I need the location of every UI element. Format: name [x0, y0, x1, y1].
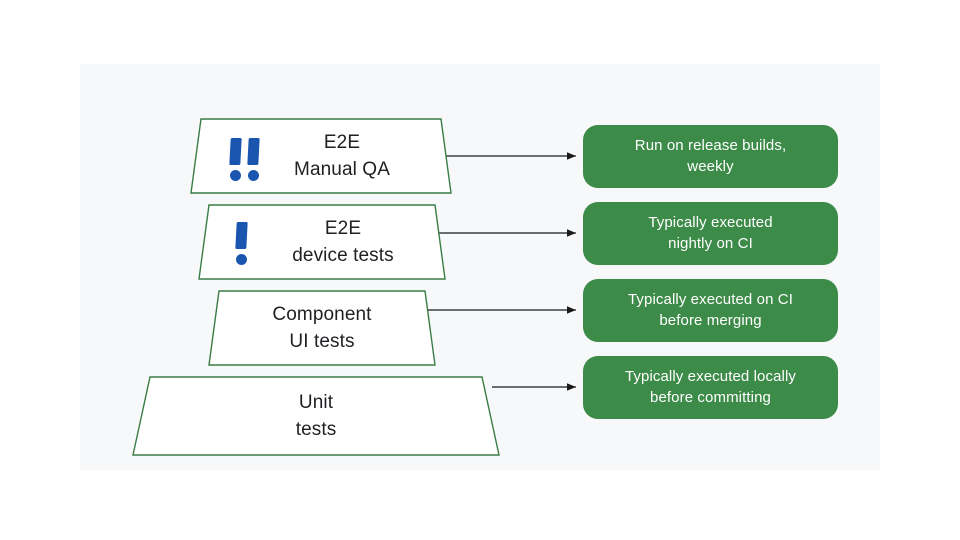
connector-arrow-0 — [444, 152, 576, 160]
callout-line2: weekly — [687, 157, 734, 175]
trapezoid-shape — [132, 376, 500, 456]
callout-cadence-device[interactable]: Typically executed nightly on CI — [583, 202, 838, 265]
callout-cadence-manual-qa[interactable]: Run on release builds, weekly — [583, 125, 838, 188]
callout-line2: before merging — [659, 311, 762, 329]
pyramid-layer-e2e-device-tests[interactable]: E2E device tests — [198, 204, 446, 280]
callout-line2: before committing — [650, 388, 771, 406]
callout-line1: Typically executed locally — [624, 368, 796, 386]
pyramid-layer-unit-tests[interactable]: Unit tests — [132, 376, 500, 456]
trapezoid-shape — [208, 290, 436, 366]
connector-arrow-1 — [438, 229, 576, 237]
pyramid-layer-e2e-manual-qa[interactable]: E2E Manual QA — [190, 118, 452, 194]
connector-arrow-3 — [492, 383, 576, 391]
callout-line1: Typically executed — [648, 214, 773, 232]
callout-line1: Typically executed on CI — [628, 291, 793, 309]
callout-cadence-component[interactable]: Typically executed on CI before merging — [583, 279, 838, 342]
connector-arrow-2 — [428, 306, 576, 314]
trapezoid-shape — [190, 118, 452, 194]
diagram-canvas: E2E Manual QA E2E device tests Component… — [80, 64, 880, 470]
trapezoid-shape — [198, 204, 446, 280]
callout-line2: nightly on CI — [668, 234, 753, 252]
callout-cadence-unit[interactable]: Typically executed locally before commit… — [583, 356, 838, 419]
pyramid-layer-component-ui-tests[interactable]: Component UI tests — [208, 290, 436, 366]
callout-line1: Run on release builds, — [634, 137, 787, 155]
